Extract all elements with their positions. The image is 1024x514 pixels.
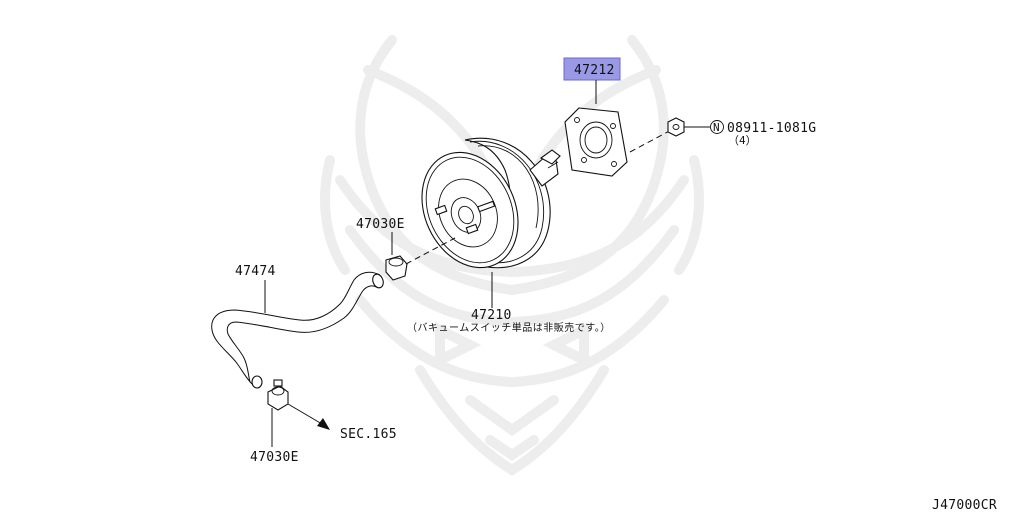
part-number-08911-1081g[interactable]: 08911-1081G: [727, 121, 816, 136]
part-number-47210[interactable]: 47210: [471, 308, 512, 323]
booster-note: （バキュームスイッチ単品は非販売です。）: [407, 321, 611, 334]
vacuum-hose: 47474: [211, 264, 384, 389]
section-arrow-head: [317, 418, 330, 430]
lower-clamp-icon: [267, 385, 289, 411]
clamp-icon: [385, 255, 408, 281]
n-circle-icon: [710, 120, 724, 134]
gasket-plate: [564, 107, 628, 177]
nut-callout: N 08911-1081G （4）: [629, 117, 816, 153]
part-number-47212[interactable]: 47212: [574, 63, 615, 78]
section-arrow-shaft: [287, 403, 323, 425]
upper-clamp: 47030E: [356, 217, 456, 281]
nut-quantity: （4）: [728, 134, 757, 147]
lower-clamp: 47030E SEC.165: [250, 379, 397, 465]
part-number-47030e-lower[interactable]: 47030E: [250, 450, 299, 465]
brake-booster: 47210 （バキュームスイッチ単品は非販売です。）: [407, 137, 611, 334]
nut-symbol: N: [713, 121, 720, 134]
highlight-box[interactable]: [563, 57, 621, 81]
part-number-47474[interactable]: 47474: [235, 264, 276, 279]
nut-icon: [667, 117, 685, 137]
part-number-47030e-upper[interactable]: 47030E: [356, 217, 405, 232]
watermark-emblem: [320, 35, 704, 476]
diagram-code: J47000CR: [932, 498, 997, 510]
section-ref[interactable]: SEC.165: [340, 427, 397, 442]
part-47212-callout[interactable]: 47212: [563, 57, 621, 104]
